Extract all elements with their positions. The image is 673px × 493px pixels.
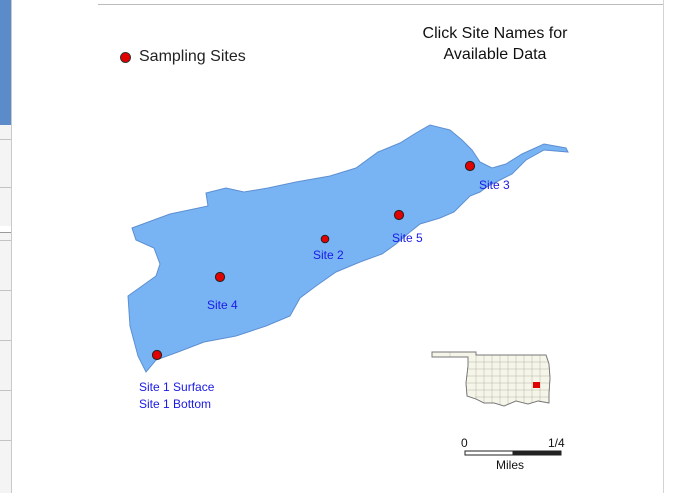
sidebar-divider [0, 290, 11, 291]
scale-bar [464, 450, 562, 456]
site-3-marker[interactable] [464, 160, 476, 172]
site-5-link[interactable]: Site 5 [392, 231, 423, 245]
sidebar-gap [0, 226, 11, 232]
inset-outline-stroke [431, 351, 551, 407]
site-5-marker[interactable] [393, 209, 405, 221]
sidebar-divider [0, 390, 11, 391]
scale-end-label: 1/4 [548, 436, 565, 450]
oklahoma-inset-map [431, 351, 551, 407]
instruction-text: Click Site Names for Available Data [400, 23, 590, 65]
sidebar-divider [0, 187, 11, 188]
site-3-link[interactable]: Site 3 [479, 178, 510, 192]
sidebar-strip-highlight [0, 0, 11, 125]
sidebar-divider [0, 139, 11, 140]
panel-top-border [98, 4, 663, 5]
sidebar-divider [0, 440, 11, 441]
left-sidebar-strip [0, 0, 12, 493]
sidebar-divider [0, 340, 11, 341]
map-legend: Sampling Sites [120, 48, 246, 66]
scale-unit-label: Miles [496, 458, 525, 472]
site-2-marker[interactable] [320, 234, 330, 244]
sidebar-divider [0, 240, 11, 241]
inset-location-highlight [533, 382, 540, 388]
site-2-link[interactable]: Site 2 [313, 248, 344, 262]
instruction-line-2: Available Data [443, 46, 547, 63]
site-4-marker[interactable] [214, 271, 226, 283]
legend-label: Sampling Sites [139, 48, 246, 65]
sidebar-divider [0, 232, 11, 233]
site-1-marker[interactable] [151, 349, 163, 361]
sampling-site-legend-icon [120, 51, 131, 63]
scale-start-label: 0 [461, 436, 468, 450]
site-1-surface-link[interactable]: Site 1 Surface [139, 380, 215, 394]
county-grid [449, 352, 550, 405]
reservoir-water-body [127, 124, 569, 373]
oklahoma-outline [431, 351, 551, 407]
site-4-link[interactable]: Site 4 [207, 298, 238, 312]
instruction-line-1: Click Site Names for [422, 25, 568, 42]
site-1-bottom-link[interactable]: Site 1 Bottom [139, 397, 212, 411]
